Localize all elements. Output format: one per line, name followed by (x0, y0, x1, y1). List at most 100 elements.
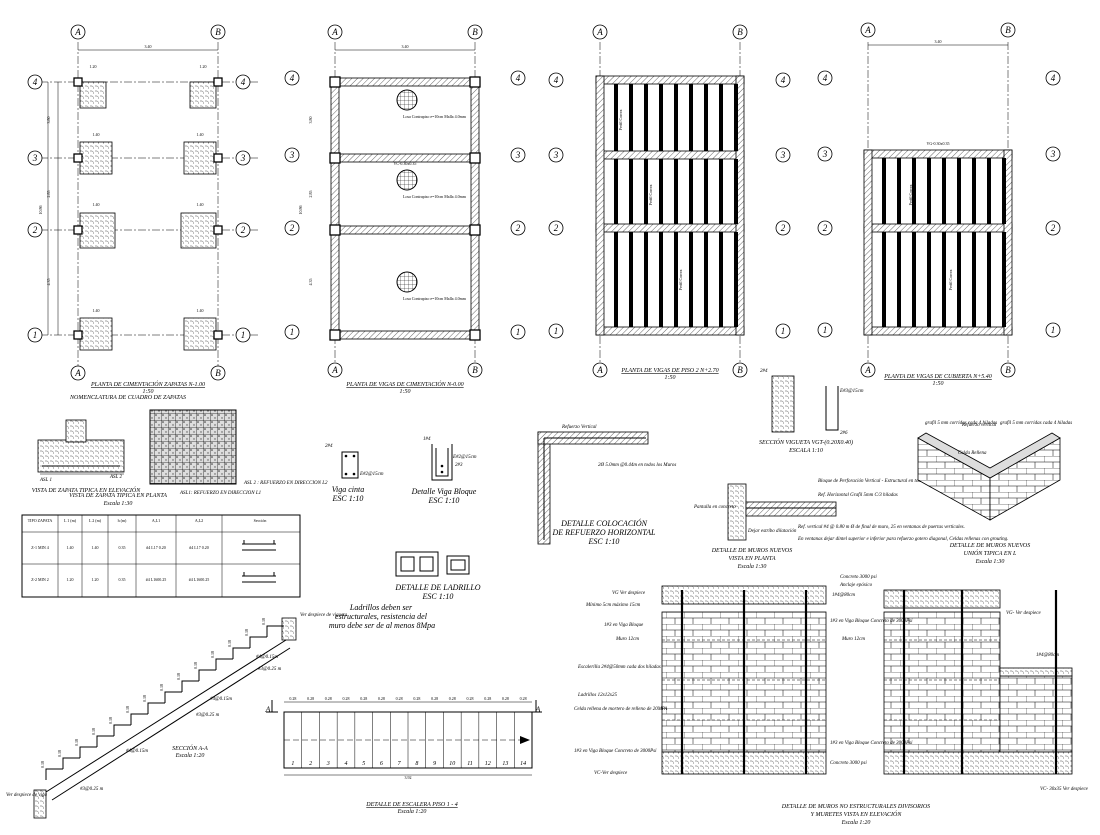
elev-note: 1#3 en Viga Bloque (604, 623, 644, 628)
step-number: 1 (291, 761, 294, 767)
axis-3-left: 3 (289, 150, 295, 160)
tread-dim: 0.28 (520, 696, 527, 701)
asl1-note: ASL1: REFUERZO EN DIRECCION L1 (179, 491, 261, 496)
th-al1: A,L1 (152, 518, 160, 524)
elev-note-r: 1#4@80cm (832, 593, 855, 598)
step-number: 2 (309, 761, 312, 767)
plan2-title: PLANTA DE VIGAS DE CIMENTACIÓN N-0.00 (345, 380, 463, 388)
union-note-1b: grafil 5 mm corridas cada 4 hiladas (1000, 421, 1072, 426)
vgt-section: 2#4 E#3@15cm 2#6 SECCIÓN VIGUETA VGT-(0.… (759, 369, 864, 454)
axis-3-right: 3 (780, 150, 786, 160)
elev-title: DETALLE DE MUROS NO ESTRUCTURALES DIVISO… (781, 804, 930, 810)
elev-note-r: 1#3 en Viga Bloque Concreto de 3000Psi (830, 619, 913, 624)
joist (689, 159, 693, 224)
plan-title-2: VISTA EN PLANTA (728, 556, 775, 562)
step-height: 0.18 (40, 761, 45, 768)
table-cell: 1.20 (67, 577, 74, 582)
walls-plan-view-detail: Bloque de Perforación Vertical - Estruct… (693, 479, 1008, 570)
stair-steps: 0.180.180.180.180.180.180.180.180.180.18… (40, 618, 284, 780)
section-sketch (242, 540, 276, 551)
elev-note: Ladrillos 12x12x25 (577, 693, 618, 698)
plan3-title: PLANTA DE VIGAS DE PISO 2 N+2.70 (620, 368, 718, 374)
step-height: 0.18 (57, 750, 62, 757)
th-tipo: TIPO ZAPATA (28, 518, 53, 523)
table-cell: #4 L1600.25 (146, 577, 166, 582)
vc-rebar: 2#4 (325, 444, 333, 449)
union-title: DETALLE DE MUROS NUEVOS (949, 543, 1031, 549)
step-number: 6 (380, 761, 383, 767)
vgt-title: SECCIÓN VIGUETA VGT-(0.20X0.40) (759, 438, 853, 446)
axis-4-right: 4 (781, 75, 786, 85)
step-height: 0.18 (125, 706, 130, 713)
joist (704, 159, 708, 224)
plan-title: DETALLE DE MUROS NUEVOS (711, 548, 793, 554)
footing-plan-title: VISTA DE ZAPATA TIPICA EN PLANTA (69, 493, 167, 499)
vc-scale: ESC 1:10 (332, 494, 364, 503)
joist (897, 158, 901, 224)
footing-dim: 1.40 (197, 132, 204, 137)
span-dim: 3.40 (402, 44, 409, 49)
table-cell: #4 L17 0.20 (146, 545, 165, 550)
joist (987, 158, 991, 224)
axis-1-left: 1 (823, 325, 828, 335)
horiz-title-2: DE REFUERZO HORIZONTAL (552, 528, 657, 537)
axis-2-left: 2 (554, 223, 559, 233)
table-cell: #4 L17 0.20 (189, 545, 208, 550)
roof-beams-plan: VG-0.30x0.35 Perfil Correa Perfil Correa… (817, 22, 1061, 387)
stair-rebar-2: #3@0.25 m (80, 787, 104, 792)
vc-title: Viga cinta (332, 485, 365, 494)
brick-scale: ESC 1:10 (422, 592, 454, 601)
floor-2-beams-plan: Perfil Correa Perfil Correa Perfil Corre… (548, 24, 791, 381)
roof-beam-label: VG-0.30x0.35 (926, 141, 949, 146)
joist (734, 232, 738, 327)
th-seccion: Sección (254, 518, 267, 523)
elev-note-r: Concreto 3000 psi (840, 575, 877, 580)
step-number: 5 (362, 761, 365, 767)
slab-note: Losa Contrapiso e=10cm Malla 4.0mm (403, 296, 467, 301)
step-height: 0.18 (227, 640, 232, 647)
horizontal-reinforcement-detail: Refuerzo Vertical 2Ø 5.0mm @0.44m en tod… (537, 425, 676, 546)
axis-a-bottom: A (74, 368, 81, 378)
stair-ref-bottom: Ver despiece de viga (6, 793, 47, 798)
step-height: 0.18 (74, 739, 79, 746)
elev-note: Celda rellena de mortero de relleno de 2… (574, 707, 668, 712)
tread-dim: 0.28 (307, 696, 314, 701)
joist (644, 159, 648, 224)
slab-note: Losa Contrapiso e=10cm Malla 4.0mm (403, 114, 467, 119)
vgt-rebar-top: 2#4 (760, 369, 768, 374)
joist (927, 232, 931, 327)
step-height: 0.18 (193, 662, 198, 669)
stair-step (198, 669, 216, 681)
axis-b-bottom: B (737, 365, 743, 375)
joist (689, 232, 693, 327)
elev-scale: Escala 1:20 (841, 820, 871, 826)
axis-a-bottom: A (864, 365, 871, 375)
axis-1-right: 1 (1051, 325, 1056, 335)
stair-step (79, 746, 97, 758)
vgt-scale: ESCALA 1:10 (788, 448, 823, 454)
stair-step (215, 658, 233, 670)
axis-1-left: 1 (33, 330, 38, 340)
step-height: 0.18 (108, 717, 113, 724)
bay-dim: 4.35 (308, 279, 313, 286)
horizontal-rebar: 2Ø 5.0mm @0.44m en todos los Muros (598, 463, 676, 468)
joist-label: Perfil Correa (618, 109, 623, 130)
axis-3-right: 3 (240, 153, 246, 163)
joist (614, 159, 618, 224)
elev-note: 1#3 en Viga Bloque Concreto de 3000Psi (574, 749, 657, 754)
table-cell: 1.40 (67, 545, 74, 550)
table-cell: 1.40 (92, 545, 99, 550)
joist (689, 84, 693, 151)
axis-4-left: 4 (823, 73, 828, 83)
step-height: 0.18 (244, 629, 249, 636)
footing-dim: 1.20 (90, 64, 97, 69)
stair-step (45, 768, 63, 780)
footing-schedule-table: TIPO ZAPATA L 1 (m) L 2 (m) h (m) A,L1 A… (21, 514, 301, 598)
axis-a-top: A (596, 27, 603, 37)
cut-a-right: A (535, 705, 541, 714)
table-cell: 0.35 (119, 545, 126, 550)
joist (1002, 158, 1006, 224)
joist (644, 84, 648, 151)
